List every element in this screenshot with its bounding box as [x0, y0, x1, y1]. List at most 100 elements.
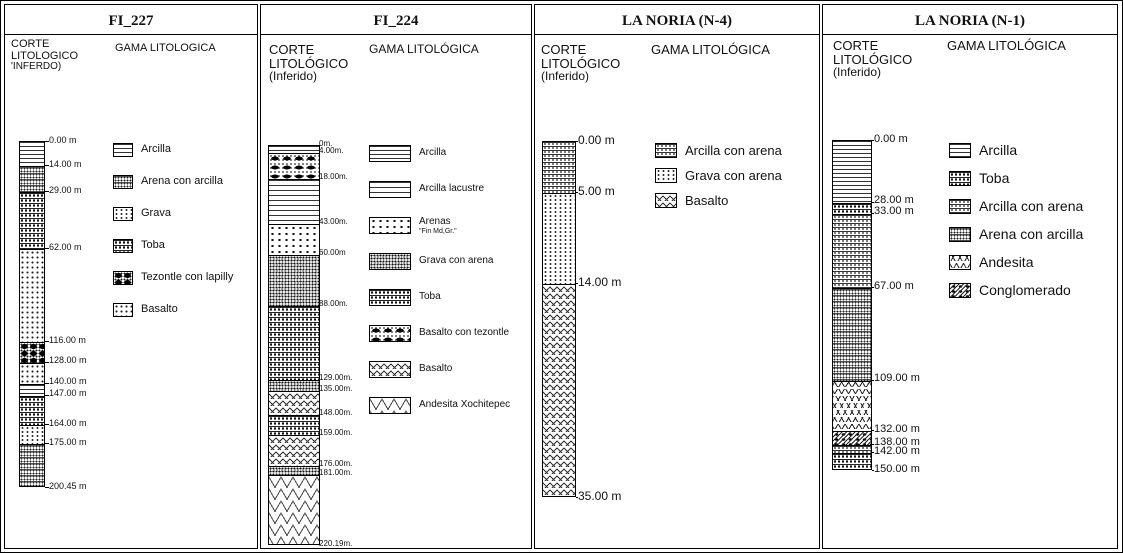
legend-swatch — [113, 207, 133, 221]
legend-label: Arena con arcilla — [141, 176, 223, 188]
lithology-layer — [833, 431, 871, 445]
legend-label-line: "Fin Md,Gr." — [419, 228, 457, 235]
legend-item: Conglomerado — [949, 283, 1071, 298]
depth-label: 33.00 m — [874, 206, 914, 217]
lithology-layer — [269, 306, 319, 381]
corte-header-line: CORTE — [11, 39, 78, 51]
lithology-column — [542, 141, 576, 497]
lithology-layer — [20, 142, 44, 166]
gama-litologica-header: GAMA LITOLÓGICA — [947, 39, 1066, 53]
legend-swatch — [949, 255, 971, 270]
legend-swatch — [655, 168, 677, 183]
depth-label: 4.00m. — [319, 147, 343, 155]
lithology-layer — [269, 435, 319, 467]
legend-item: Grava con arena — [369, 253, 494, 270]
gama-litologica-header: GAMA LITOLOGICA — [115, 43, 216, 55]
depth-label: 0.00 m — [578, 134, 615, 146]
legend-label: Arcilla lacustre — [419, 184, 484, 195]
legend-label-line: Arenas — [419, 217, 457, 228]
legend-item: Arcilla con arena — [655, 143, 782, 158]
corte-header-line: LITOLÓGICO — [541, 57, 620, 71]
depth-label: 88.00m. — [319, 300, 348, 308]
lithology-layer — [269, 475, 319, 545]
lithology-layer — [833, 141, 871, 203]
legend-label: Toba — [419, 292, 441, 303]
legend-swatch — [949, 227, 971, 242]
corte-header-line: (Inferido) — [541, 70, 620, 83]
depth-label: 43.00m. — [319, 218, 348, 226]
title-divider — [5, 34, 257, 35]
legend-label-line: Grava con arena — [419, 256, 494, 267]
depth-label: 148.00m. — [319, 409, 352, 417]
legend-swatch — [113, 239, 133, 253]
lithology-layer — [543, 142, 575, 193]
legend-label-line: Basalto con tezontle — [419, 328, 509, 339]
legend-item: Arcilla — [369, 145, 446, 162]
legend-label-line: Arcilla con arena — [685, 144, 782, 158]
legend-item: Basalto — [113, 303, 178, 317]
legend-label-line: Toba — [141, 240, 165, 252]
depth-label: 132.00 m — [874, 424, 920, 435]
lithology-column — [832, 140, 872, 470]
panel-title: LA NORIA (N-1) — [823, 13, 1117, 30]
legend-label-line: Grava — [141, 208, 171, 220]
legend-item: Toba — [369, 289, 441, 306]
depth-label: 14.00 m — [49, 160, 82, 169]
depth-label: 67.00 m — [874, 281, 914, 292]
depth-label: 175.00 m — [49, 438, 87, 447]
legend-item: Toba — [949, 171, 1009, 186]
panel-title: FI_227 — [5, 13, 257, 30]
legend-item: Grava — [113, 207, 171, 221]
depth-label: 128.00 m — [49, 356, 87, 365]
legend-label-line: Arcilla — [141, 144, 171, 156]
corte-header-line: CORTE — [541, 43, 620, 57]
legend-item: Arcilla — [113, 143, 171, 157]
corte-header-line: LITOLÓGICO — [833, 53, 912, 67]
depth-label: 5.00 m — [578, 185, 615, 197]
depth-label: 159.00m. — [319, 429, 352, 437]
depth-label: 0.00 m — [49, 136, 77, 145]
legend-label-line: Conglomerado — [979, 283, 1071, 298]
lithology-layer — [833, 288, 871, 381]
depth-label: 200.45 m — [49, 482, 87, 491]
depth-label: 142.00 m — [874, 446, 920, 457]
corte-header-line: LITOLÓGICO — [269, 57, 348, 71]
depth-label: 176.00m. — [319, 460, 352, 468]
title-divider — [823, 34, 1117, 35]
legend-item: Basalto — [655, 193, 728, 208]
panel-title: FI_224 — [261, 13, 531, 30]
title-divider — [261, 34, 531, 35]
lithology-column — [268, 145, 320, 545]
legend-swatch — [113, 175, 133, 189]
legend-swatch — [949, 171, 971, 186]
depth-label: 109.00 m — [874, 373, 920, 384]
legend-swatch — [113, 303, 133, 317]
legend-swatch — [369, 253, 411, 270]
legend-label: Conglomerado — [979, 283, 1071, 298]
lithology-layer — [20, 363, 44, 385]
legend-item: Basalto con tezontle — [369, 325, 509, 342]
legend-label: Andesita — [979, 255, 1033, 270]
legend-label-line: Arcilla — [979, 143, 1017, 158]
legend-label-line: Toba — [419, 292, 441, 303]
well-panel-4: LA NORIA (N-1)CORTELITOLÓGICO(Inferido)G… — [822, 4, 1118, 549]
legend-swatch — [113, 271, 133, 285]
legend-label: Basalto — [141, 304, 178, 316]
depth-label: 29.00 m — [49, 186, 82, 195]
depth-label: 14.00 m — [578, 276, 621, 288]
legend-item: Arenas"Fin Md,Gr." — [369, 217, 457, 235]
legend-label: Andesita Xochitepec — [419, 400, 510, 411]
well-panel-2: FI_224CORTELITOLÓGICO(Inferido)GAMA LITO… — [260, 4, 532, 549]
legend-swatch — [949, 199, 971, 214]
legend-item: Andesita Xochitepec — [369, 397, 510, 414]
lithology-layer — [20, 342, 44, 364]
legend-label: Arcilla con arena — [685, 144, 782, 158]
legend-label-line: Toba — [979, 171, 1009, 186]
depth-label: 140.00 m — [49, 377, 87, 386]
legend-label-line: Tezontle con lapilly — [141, 272, 233, 284]
legend-label-line: Arcilla lacustre — [419, 184, 484, 195]
gama-litologica-header: GAMA LITOLÓGICA — [651, 43, 770, 57]
legend-label-line: Arcilla con arena — [979, 199, 1083, 214]
depth-label: 60.00m — [319, 249, 346, 257]
